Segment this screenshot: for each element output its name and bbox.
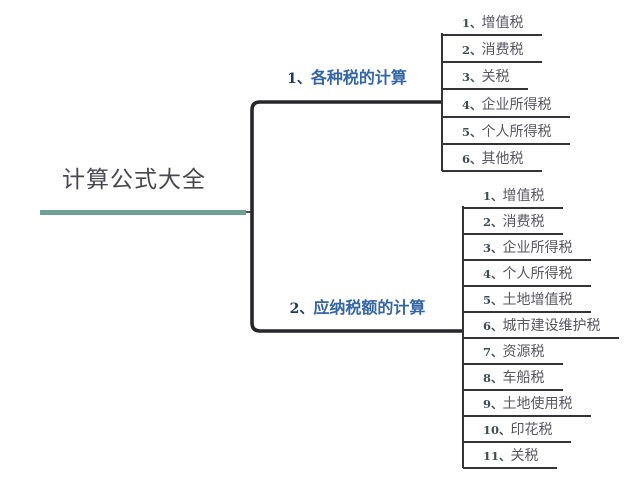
child-node[interactable]: 6、城市建设维护税 (463, 316, 619, 339)
child-label: 印花税 (510, 421, 553, 437)
child-label: 关税 (510, 447, 539, 463)
child-node[interactable]: 3、企业所得税 (463, 238, 591, 261)
child-label: 个人所得税 (502, 265, 573, 281)
child-node[interactable]: 4、企业所得税 (442, 95, 570, 118)
child-node[interactable]: 11、关税 (463, 446, 557, 469)
child-number: 5、 (462, 125, 482, 139)
child-number: 11、 (483, 449, 511, 463)
child-label: 土地使用税 (502, 395, 573, 411)
child-number: 7、 (483, 345, 503, 359)
branch-node-1[interactable]: 1、各种税的计算 (252, 67, 442, 91)
child-number: 3、 (462, 70, 482, 84)
child-label: 企业所得税 (481, 96, 552, 112)
branch-node-2[interactable]: 2、应纳税额的计算 (252, 297, 463, 321)
branch-label: 应纳税额的计算 (313, 300, 426, 317)
child-number: 4、 (462, 98, 482, 112)
child-node[interactable]: 2、消费税 (442, 40, 542, 63)
child-node[interactable]: 6、其他税 (442, 149, 542, 172)
child-number: 10、 (483, 423, 511, 437)
child-label: 城市建设维护税 (502, 317, 601, 333)
child-label: 车船税 (502, 369, 545, 385)
branch-number: 1、 (287, 71, 311, 87)
child-node[interactable]: 1、增值税 (442, 13, 542, 36)
child-node[interactable]: 3、关税 (442, 67, 528, 90)
child-label: 其他税 (481, 150, 524, 166)
child-number: 2、 (483, 215, 503, 229)
child-number: 9、 (483, 397, 503, 411)
child-label: 增值税 (481, 14, 524, 30)
child-node[interactable]: 10、印花税 (463, 420, 571, 443)
child-number: 5、 (483, 293, 503, 307)
child-label: 增值税 (502, 187, 545, 203)
child-number: 8、 (483, 371, 503, 385)
root-node[interactable]: 计算公式大全 (40, 161, 246, 215)
child-number: 3、 (483, 241, 503, 255)
branch-number: 2、 (289, 301, 314, 317)
child-node[interactable]: 2、消费税 (463, 212, 563, 235)
child-label: 消费税 (502, 213, 545, 229)
child-node[interactable]: 5、土地增值税 (463, 290, 591, 313)
child-label: 资源税 (502, 343, 545, 359)
child-label: 企业所得税 (502, 239, 573, 255)
child-node[interactable]: 7、资源税 (463, 342, 563, 365)
child-number: 1、 (483, 189, 503, 203)
child-node[interactable]: 8、车船税 (463, 368, 563, 391)
child-number: 2、 (462, 43, 482, 57)
child-node[interactable]: 1、增值税 (463, 186, 563, 209)
root-branch-bracket (250, 100, 464, 333)
child-label: 关税 (481, 68, 510, 84)
child-node[interactable]: 4、个人所得税 (463, 264, 591, 287)
child-label: 个人所得税 (481, 123, 552, 139)
child-label: 土地增值税 (502, 291, 573, 307)
child-node[interactable]: 5、个人所得税 (442, 122, 570, 145)
child-label: 消费税 (481, 41, 524, 57)
branch-label: 各种税的计算 (310, 70, 407, 87)
child-node[interactable]: 9、土地使用税 (463, 394, 591, 417)
child-number: 1、 (462, 16, 482, 30)
child-number: 6、 (483, 319, 503, 333)
child-number: 4、 (483, 267, 503, 281)
child-number: 6、 (462, 152, 482, 166)
